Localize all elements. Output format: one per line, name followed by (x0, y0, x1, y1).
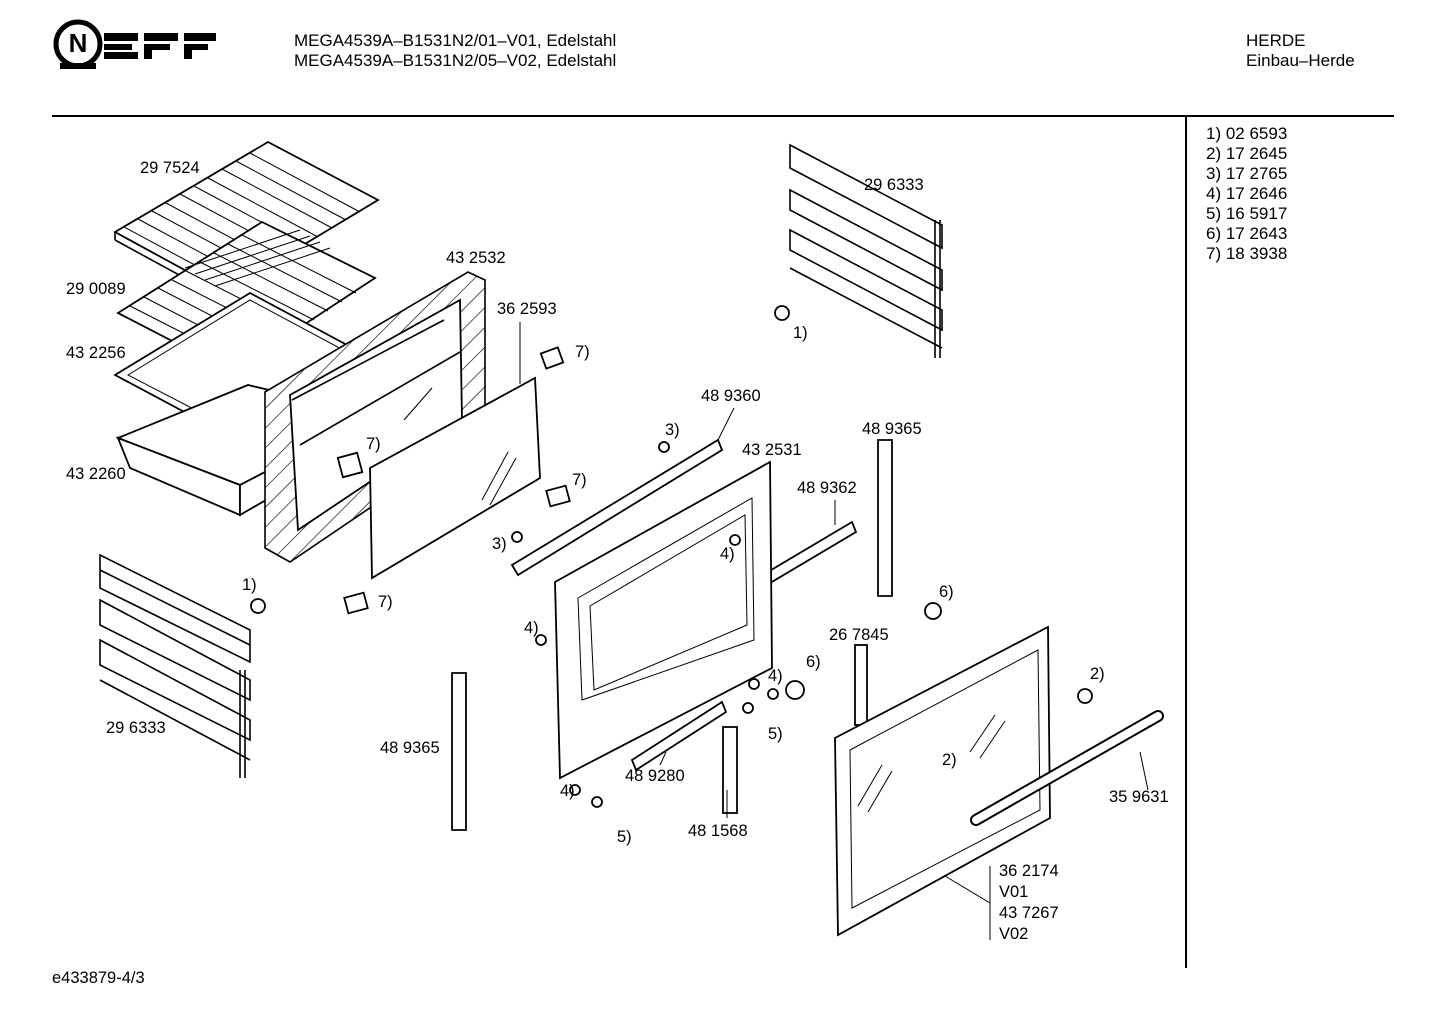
callout-label: 6) (939, 583, 954, 601)
legend-item: 5) 16 5917 (1206, 204, 1288, 223)
legend-item: 1) 02 6593 (1206, 124, 1288, 143)
part-label: 35 9631 (1109, 788, 1169, 806)
part-label: 48 9280 (625, 767, 685, 785)
part-label: 43 2260 (66, 465, 126, 483)
door-handle (970, 710, 1164, 826)
part-label: 48 9362 (797, 479, 857, 497)
side-rack-right (789, 143, 943, 358)
callout-label: 3) (665, 421, 680, 439)
legend-item: 6) 17 2643 (1206, 224, 1288, 243)
part-label: 43 7267 (999, 904, 1059, 922)
legend-item: 4) 17 2646 (1206, 184, 1288, 203)
clip-parts (336, 346, 571, 615)
part-label: 36 2174 (999, 862, 1059, 880)
legend-item: 3) 17 2765 (1206, 164, 1288, 183)
bumper-left (250, 598, 266, 614)
callout-label: 5) (768, 725, 783, 743)
neff-logo: N (53, 19, 216, 69)
callout-label: 2) (1090, 665, 1105, 683)
callout-label: 7) (378, 593, 393, 611)
side-rack-left (99, 553, 251, 778)
leader-lines (519, 322, 1149, 940)
part-label: 29 7524 (140, 159, 200, 177)
part-label: 43 2256 (66, 344, 126, 362)
callout-label: 3) (492, 535, 507, 553)
svg-text:N: N (69, 28, 88, 58)
part-label: 48 9365 (862, 420, 922, 438)
callout-label: 4) (768, 667, 783, 685)
legend-item: 7) 18 3938 (1206, 244, 1288, 263)
model-line-1: MEGA4539A–B1531N2/01–V01, Edelstahl (294, 31, 617, 50)
part-label: 26 7845 (829, 626, 889, 644)
model-line-2: MEGA4539A–B1531N2/05–V02, Edelstahl (294, 51, 617, 70)
part-label: 48 9360 (701, 387, 761, 405)
category-title: HERDE (1246, 31, 1306, 50)
part-label: V01 (999, 883, 1029, 901)
callout-label: 6) (806, 653, 821, 671)
callout-label: 1) (242, 576, 257, 594)
outer-door (834, 625, 1051, 937)
callout-label: 7) (366, 435, 381, 453)
category-subtitle: Einbau–Herde (1246, 51, 1355, 70)
part-label: V02 (999, 925, 1029, 943)
callout-label: 4) (720, 545, 735, 563)
part-label: 29 6333 (106, 719, 166, 737)
part-label: 36 2593 (497, 300, 557, 318)
hinges (722, 644, 868, 814)
callout-label: 4) (560, 782, 575, 800)
legend-item: 2) 17 2645 (1206, 144, 1288, 163)
callout-label: 7) (575, 343, 590, 361)
part-label: 48 1568 (688, 822, 748, 840)
bumper-right (774, 305, 790, 321)
callout-label: 2) (942, 751, 957, 769)
callout-label: 4) (524, 619, 539, 637)
part-label: 29 6333 (864, 176, 924, 194)
door-frame-middle (554, 460, 773, 780)
callout-label: 5) (617, 828, 632, 846)
callout-label: 7) (572, 471, 587, 489)
part-label: 43 2532 (446, 249, 506, 267)
callout-label: 1) (793, 324, 808, 342)
door-glass (369, 376, 541, 580)
legend-list: 1) 02 6593 2) 17 2645 3) 17 2765 4) 17 2… (1206, 124, 1287, 264)
part-label: 43 2531 (742, 441, 802, 459)
part-label: 29 0089 (66, 280, 126, 298)
part-label: 48 9365 (380, 739, 440, 757)
document-id: e433879-4/3 (52, 969, 145, 987)
